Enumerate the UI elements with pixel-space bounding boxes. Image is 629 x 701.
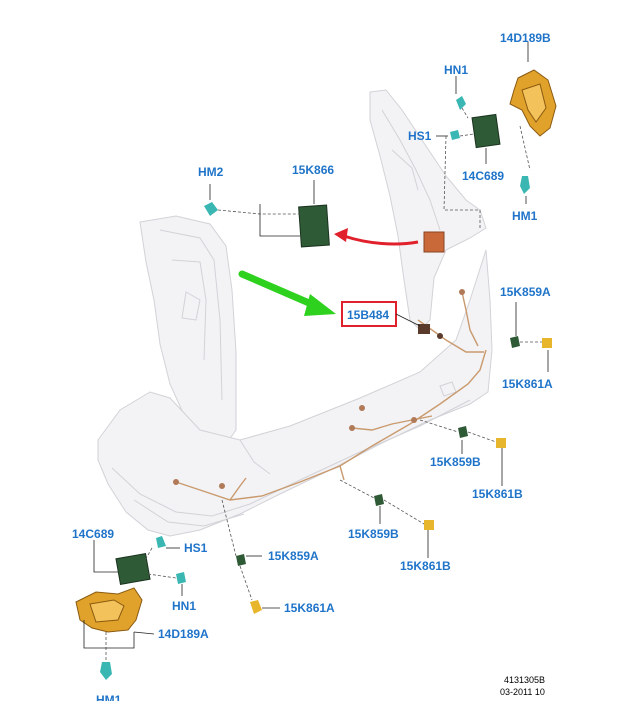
label-hm1-bottom: HM1	[96, 693, 122, 701]
label-hs1-bottom: HS1	[184, 541, 208, 555]
label-hm1-top: HM1	[512, 209, 538, 223]
harness-connector	[349, 425, 355, 431]
clip-hm1-top	[520, 176, 530, 194]
module-15k866	[298, 204, 330, 248]
bracket-15k859a-right	[510, 336, 520, 348]
harness-connector	[411, 417, 417, 423]
label-15k866: 15K866	[292, 163, 334, 177]
bracket-15k859b-low	[374, 494, 384, 506]
harness-connector	[219, 483, 225, 489]
red-arrow	[343, 234, 419, 246]
harness-connector	[359, 405, 365, 411]
document-date: 03-2011 10	[500, 687, 545, 697]
module-14c689-bottom	[115, 553, 151, 585]
label-15k859a-bottom: 15K859A	[268, 549, 319, 563]
module-14c689-top	[471, 113, 501, 149]
part-labels: 14D189B HN1 HS1 14C689 HM1 HM2 15K866 15…	[72, 31, 553, 701]
module-15k866-group	[204, 180, 330, 248]
label-14c689-top: 14C689	[462, 169, 504, 183]
label-15k861b-low: 15K861B	[400, 559, 451, 573]
clip-hs1-top	[450, 130, 460, 140]
document-number: 4131305B	[504, 675, 545, 685]
label-15k861b-mid: 15K861B	[472, 487, 523, 501]
label-hn1-top: HN1	[444, 63, 468, 77]
harness-connector	[173, 479, 179, 485]
label-15k859b-low: 15K859B	[348, 527, 399, 541]
clip-hm1-bottom	[100, 662, 112, 680]
clip-hn1-bottom	[176, 572, 186, 584]
right-sensors	[339, 302, 552, 558]
harness-connector	[459, 289, 465, 295]
right-pillar	[369, 89, 487, 331]
label-15k861a-right: 15K861A	[502, 377, 553, 391]
label-14d189a: 14D189A	[158, 627, 209, 641]
wiring-harness	[175, 349, 487, 501]
document-reference: 4131305B 03-2011 10	[500, 675, 545, 697]
label-hs1-top: HS1	[408, 129, 432, 143]
harness-15b484-connector	[418, 324, 430, 334]
label-hm2: HM2	[198, 165, 224, 179]
module-in-pillar	[423, 231, 445, 253]
rear-bumper	[97, 249, 493, 537]
bracket-15k859a-bottom	[236, 554, 246, 566]
arrows	[238, 228, 421, 327]
label-15k859b-mid: 15K859B	[430, 455, 481, 469]
label-14d189b-top: 14D189B	[500, 31, 551, 45]
clip-hm2	[204, 202, 218, 216]
clip-hs1-bottom	[156, 536, 166, 548]
clip-hn1-top	[456, 96, 466, 110]
sensor-15k861b-low	[424, 520, 434, 530]
sensor-15k861b-mid	[496, 438, 506, 448]
sensor-15k861a-right	[542, 338, 552, 348]
label-15k861a-bottom: 15K861A	[284, 601, 335, 615]
vehicle-body	[97, 89, 493, 537]
label-15b484: 15B484	[347, 308, 389, 322]
lower-left-group	[75, 499, 280, 680]
green-arrow	[238, 270, 320, 310]
label-15k859a-right: 15K859A	[500, 285, 551, 299]
label-hn1-bottom: HN1	[172, 599, 196, 613]
sensor-15k861a-bottom	[250, 600, 262, 614]
bracket-15k859b-mid	[458, 426, 468, 438]
label-14c689-bottom: 14C689	[72, 527, 114, 541]
upper-right-bracket-group	[436, 42, 557, 230]
